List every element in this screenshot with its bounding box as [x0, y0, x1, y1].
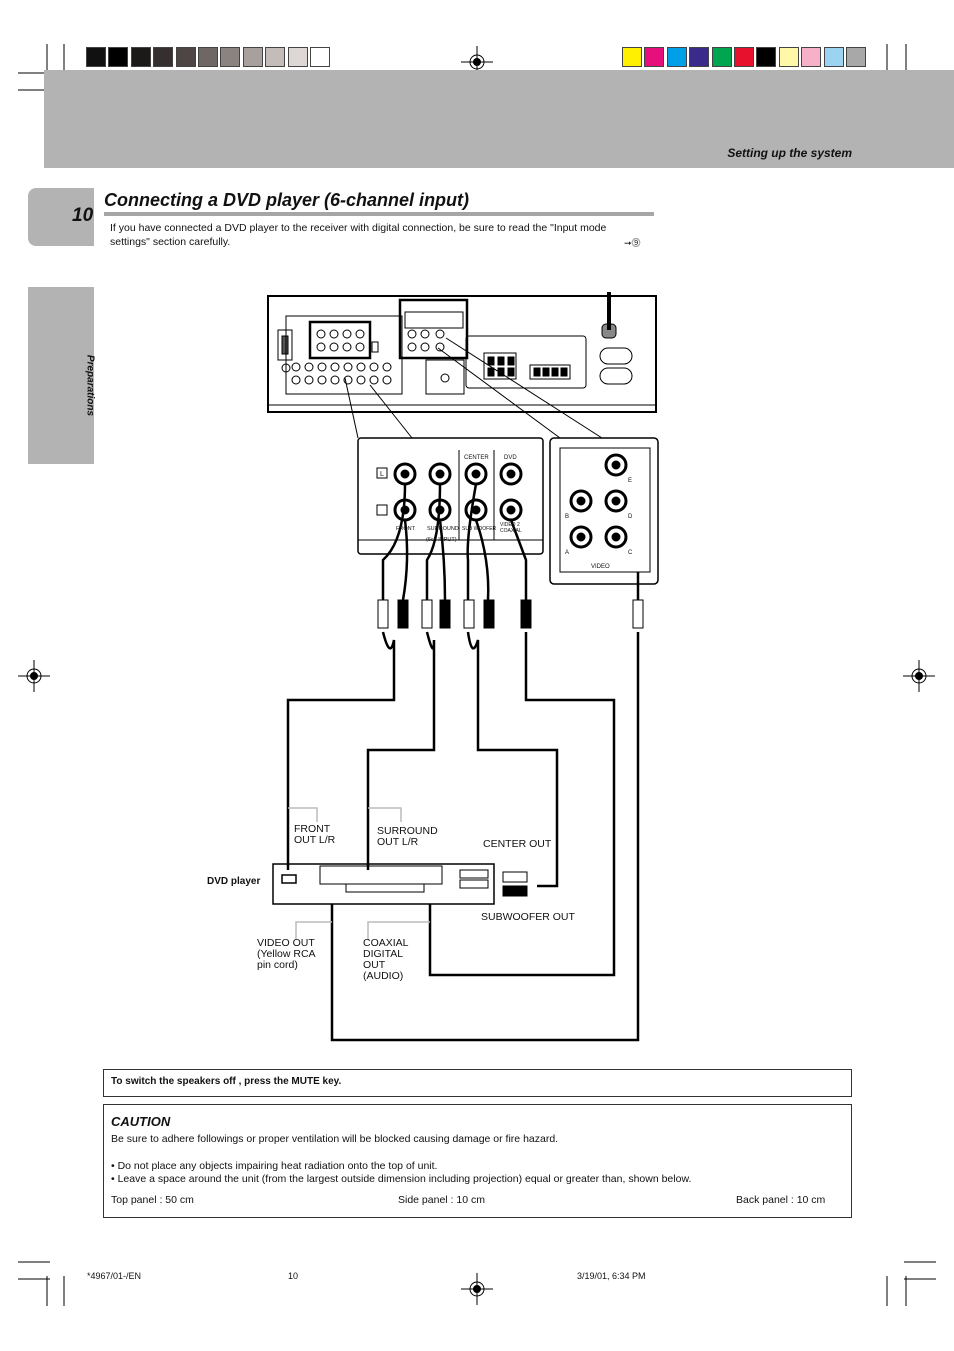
calibration-swatch	[689, 47, 710, 67]
calibration-swatch	[801, 47, 822, 67]
jack-label-c: C	[628, 550, 633, 556]
caution-bullet-1: • Do not place any objects impairing hea…	[111, 1160, 438, 1172]
calibration-swatch	[666, 47, 687, 67]
panel-label-6ch-input: (6ch INPUT)	[426, 537, 457, 543]
calibration-swatch	[644, 47, 665, 67]
calibration-swatch	[108, 47, 129, 67]
page-number: 10	[72, 205, 94, 226]
receiver-rear-panel	[267, 292, 657, 413]
dvd-player-illustration	[272, 863, 528, 905]
registration-mark-right	[903, 660, 935, 692]
label-subwoofer-out: SUBWOOFER OUT	[481, 911, 575, 923]
calibration-swatch	[733, 47, 754, 67]
calibration-swatch	[242, 47, 263, 67]
label-front-out: FRONT OUT L/R	[294, 823, 336, 846]
side-tab	[28, 287, 94, 464]
calibration-swatch	[309, 47, 330, 67]
jack-label-b: B	[565, 514, 570, 520]
rca-plugs	[377, 599, 644, 629]
calibration-swatch	[711, 47, 732, 67]
jack-label-a: A	[565, 550, 570, 556]
caution-bullet-2: • Leave a space around the unit (from th…	[111, 1173, 692, 1185]
label-surround-out: SURROUND OUT L/R	[377, 825, 438, 848]
calibration-swatch	[778, 47, 799, 67]
label-dvd-player: DVD player	[207, 876, 261, 887]
panel-label-l: L	[380, 471, 384, 478]
intro-line-2: settings" section carefully.	[110, 236, 231, 248]
intro-text: If you have connected a DVD player to th…	[110, 221, 658, 249]
gray-calibration-bar	[86, 47, 332, 67]
header-band	[44, 70, 954, 168]
page-title: Connecting a DVD player (6-channel input…	[104, 190, 470, 210]
panel-label-video: VIDEO	[591, 564, 610, 570]
caution-side-panel: Side panel : 10 cm	[398, 1194, 485, 1206]
color-calibration-bar	[622, 47, 868, 67]
jack-label-e: E	[628, 478, 633, 484]
registration-mark-left	[18, 660, 50, 692]
page-tab	[28, 188, 94, 246]
caution-body: Be sure to adhere followings or proper v…	[111, 1133, 559, 1145]
video-input-panel	[549, 437, 659, 585]
calibration-swatch	[220, 47, 241, 67]
caution-heading: CAUTION	[111, 1114, 171, 1129]
calibration-swatch	[197, 47, 218, 67]
calibration-swatch	[153, 47, 174, 67]
caution-top-panel: Top panel : 50 cm	[111, 1194, 194, 1206]
calibration-swatch	[756, 47, 777, 67]
caution-box: CAUTION Be sure to adhere followings or …	[103, 1104, 852, 1218]
panel-label-center: CENTER	[464, 455, 489, 461]
panel-label-surround: SURROUND	[427, 526, 459, 532]
mute-notice-box: To switch the speakers off , press the M…	[103, 1069, 852, 1097]
label-coaxial-out: COAXIAL DIGITAL OUT (AUDIO)	[363, 937, 409, 982]
calibration-swatch	[287, 47, 308, 67]
calibration-swatch	[622, 47, 642, 67]
mute-notice-text: To switch the speakers off , press the M…	[111, 1076, 342, 1087]
page-reference-icon: ➞⓽	[624, 238, 641, 248]
title-rule	[104, 212, 654, 216]
intro-line-1: If you have connected a DVD player to th…	[110, 222, 607, 234]
panel-label-coaxial: VIDEO 2 COAXIAL	[500, 522, 522, 534]
footer-timestamp: 3/19/01, 6:34 PM	[577, 1271, 646, 1281]
calibration-swatch	[86, 47, 106, 67]
calibration-swatch	[845, 47, 866, 67]
footer-page: 10	[288, 1271, 299, 1281]
calibration-swatch	[130, 47, 151, 67]
calibration-swatch	[175, 47, 196, 67]
panel-label-dvd: DVD	[504, 455, 517, 461]
cables	[286, 483, 640, 1042]
jack-label-d: D	[628, 514, 633, 520]
calibration-swatch	[265, 47, 286, 67]
section-label: Setting up the system	[727, 146, 852, 160]
registration-mark-bottom	[461, 1273, 493, 1305]
panel-label-front: FRONT	[396, 526, 415, 532]
calibration-swatch	[823, 47, 844, 67]
label-video-out: VIDEO OUT (Yellow RCA pin cord)	[257, 937, 316, 971]
caution-back-panel: Back panel : 10 cm	[736, 1194, 826, 1206]
footer-code: *4967/01-/EN	[87, 1271, 142, 1281]
panel-label-subwoofer: SUB WOOFER	[462, 526, 497, 532]
label-center-out: CENTER OUT	[483, 838, 552, 850]
